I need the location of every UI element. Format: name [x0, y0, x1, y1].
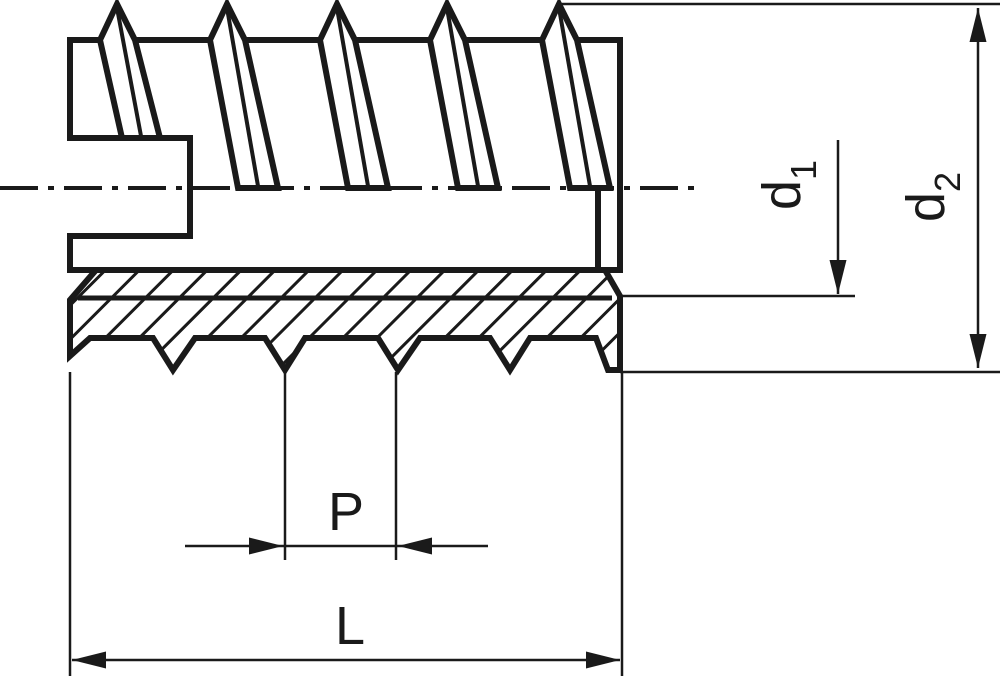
- d2-label: d2: [896, 172, 968, 222]
- outer-body-view: [67, 37, 623, 273]
- pitch-label: P: [328, 482, 364, 542]
- section-view: [67, 267, 623, 376]
- external-thread-crests: [96, 0, 614, 191]
- dimension-lines: [72, 8, 987, 669]
- d1-label: d1: [752, 160, 824, 210]
- length-label: L: [335, 596, 365, 656]
- hatched-section: [67, 267, 623, 376]
- thread-flank-lines: [115, 7, 592, 187]
- body-outline: [67, 37, 623, 273]
- extension-lines: [68, 2, 1000, 676]
